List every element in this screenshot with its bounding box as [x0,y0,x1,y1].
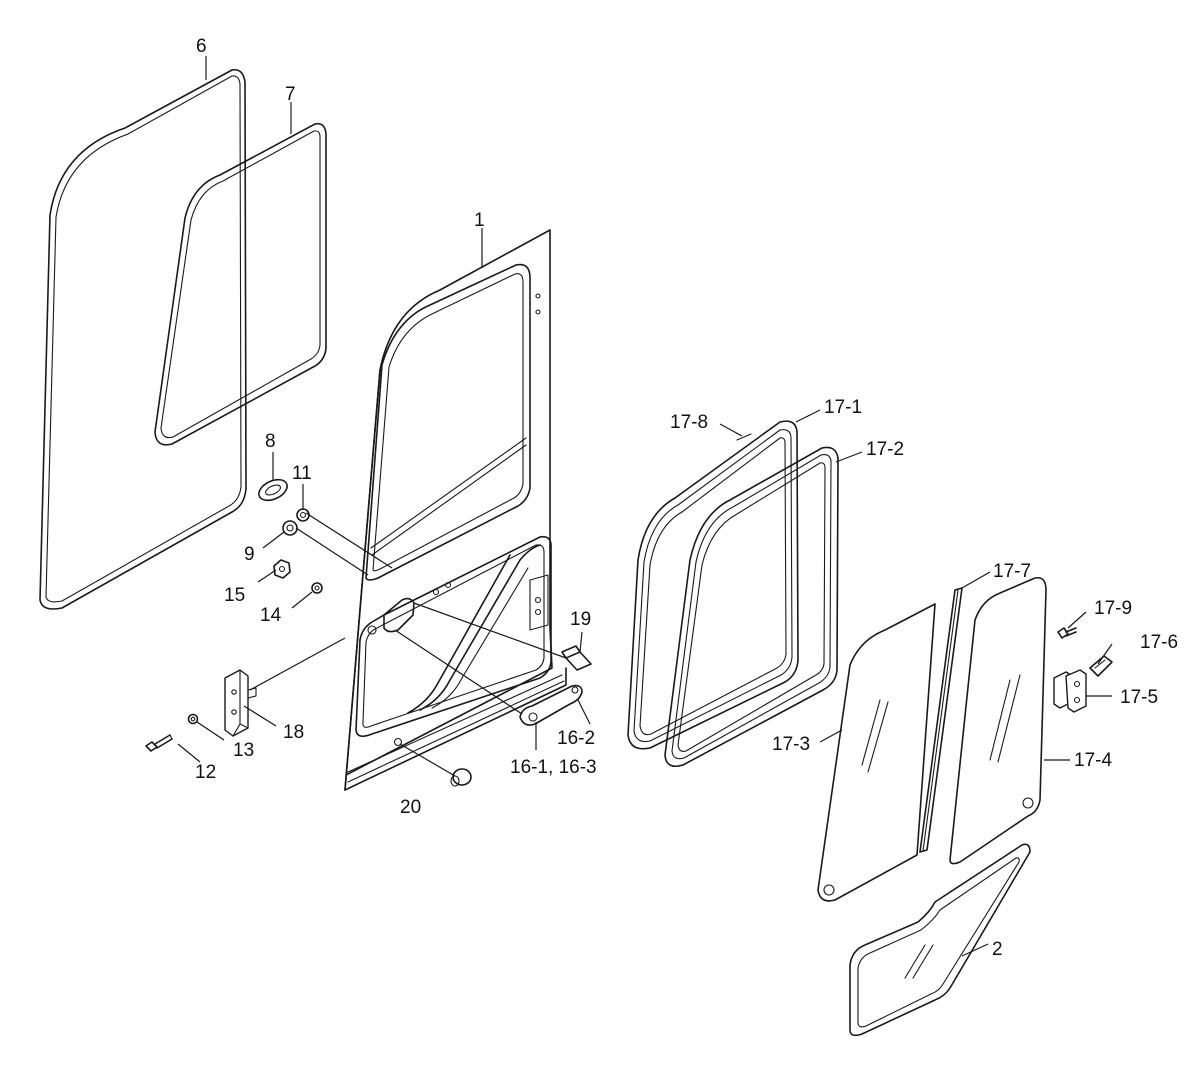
bumper-20 [450,768,472,787]
callout-8: 8 [265,431,276,452]
grommet-8 [258,478,288,502]
channel-17-7 [919,587,963,853]
lower-glass-2 [849,843,1031,1037]
callout-13: 13 [233,740,254,761]
callout-17-9: 17-9 [1094,598,1132,619]
door-frame-1 [344,229,567,791]
callout-16-2: 16-2 [557,728,595,749]
callout-11: 11 [292,463,312,484]
glass-seal-17-2 [664,446,839,768]
callout-17-6: 17-6 [1140,632,1178,653]
nut-15 [273,559,291,579]
latch-17-5 [1053,669,1087,713]
callout-14: 14 [260,605,282,626]
callout-18: 18 [283,722,304,743]
washer-13 [187,713,199,725]
striker-19 [561,645,592,671]
plate-17-6 [1089,655,1113,677]
callout-17-8: 17-8 [670,412,708,433]
leader-lines [177,56,1113,957]
callout-17-5: 17-5 [1120,687,1158,708]
callout-6: 6 [196,36,207,57]
nut-11 [296,508,310,522]
callout-16-1-16-3: 16-1, 16-3 [510,757,597,778]
bolt-12 [145,734,173,752]
screw-17-9 [1057,627,1077,639]
callout-19: 19 [570,609,591,630]
callout-15: 15 [224,585,245,606]
sash-frame-17-8 [627,420,799,750]
callout-1: 1 [474,210,485,231]
window-seal-7 [154,122,327,446]
washer-14 [311,582,323,594]
callout-17-7: 17-7 [993,561,1031,582]
callout-17-3: 17-3 [772,734,810,755]
callout-2: 2 [992,939,1003,960]
glass-pane-17-4 [949,576,1047,865]
callout-20: 20 [400,797,421,818]
callout-17-2: 17-2 [866,439,904,460]
callout-9: 9 [244,544,255,565]
callout-7: 7 [285,84,296,105]
callout-12: 12 [195,762,216,783]
door-seal-6 [39,68,247,610]
hinge-bracket-18 [224,669,257,737]
glass-pane-17-3 [817,603,936,902]
callout-17-4: 17-4 [1074,750,1112,771]
handle-16 [519,684,583,726]
callout-17-1: 17-1 [824,397,862,418]
bushing-9 [282,520,298,536]
